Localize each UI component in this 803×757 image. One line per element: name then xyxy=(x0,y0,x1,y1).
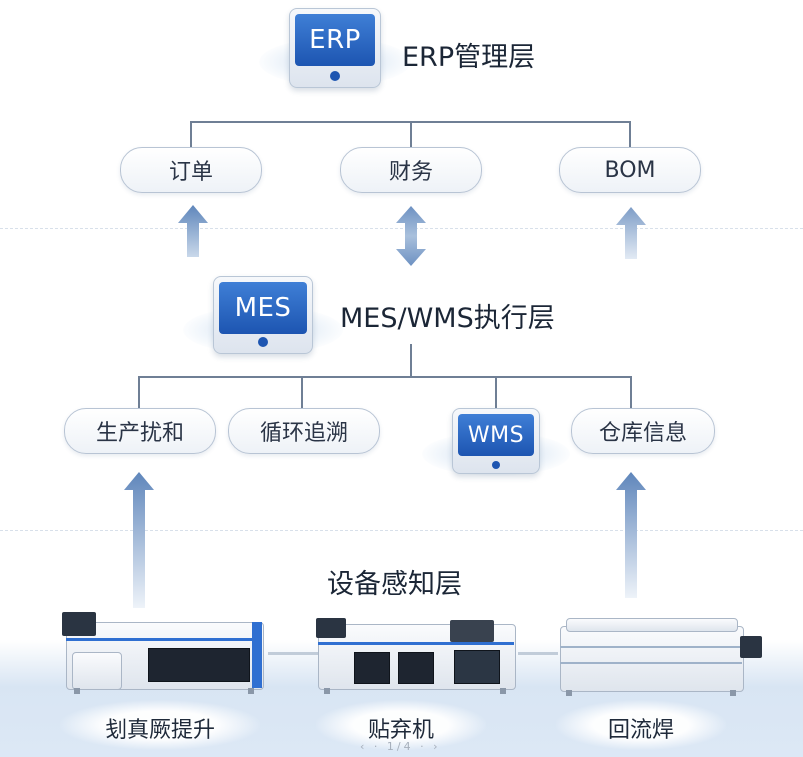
erp-layer-title: ERP管理层 xyxy=(402,42,536,73)
erp-monitor-screen: ERP xyxy=(295,14,375,66)
device-layer-title: 设备感知层 xyxy=(327,569,462,600)
up-arrow-icon xyxy=(616,472,646,598)
machine-label-printer: 刬真厥提升 xyxy=(104,718,215,743)
wms-monitor-icon: WMS xyxy=(422,408,570,476)
mes-bus-line xyxy=(138,376,632,378)
up-arrow-icon xyxy=(124,472,154,608)
machine-reflow xyxy=(554,612,768,696)
up-arrow-icon xyxy=(616,207,646,259)
machine-label-reflow: 回流焊 xyxy=(607,718,674,743)
layer-divider-top xyxy=(0,228,803,229)
erp-node-order: 订单 xyxy=(120,147,262,193)
mes-node-warehouse: 仓库信息 xyxy=(571,408,715,454)
machine-placement xyxy=(314,614,520,694)
mes-node-production: 生产扰和 xyxy=(64,408,216,454)
erp-node-finance: 财务 xyxy=(340,147,482,193)
bidirectional-arrow-icon xyxy=(396,206,426,266)
mes-layer-title: MES/WMS执行层 xyxy=(340,303,555,334)
machine-label-placement: 贴弃机 xyxy=(367,718,434,743)
wms-monitor-screen: WMS xyxy=(458,414,534,456)
machine-printer xyxy=(56,608,270,694)
pager-indicator[interactable]: ‹ · 1/4 · › xyxy=(360,740,441,753)
erp-node-bom: BOM xyxy=(559,147,701,193)
mes-monitor-screen: MES xyxy=(219,282,307,334)
layer-divider-bottom xyxy=(0,530,803,531)
mes-node-traceability: 循环追溯 xyxy=(228,408,380,454)
erp-monitor-icon: ERP xyxy=(259,8,411,88)
mes-monitor-icon: MES xyxy=(183,276,343,354)
up-arrow-icon xyxy=(178,205,208,257)
